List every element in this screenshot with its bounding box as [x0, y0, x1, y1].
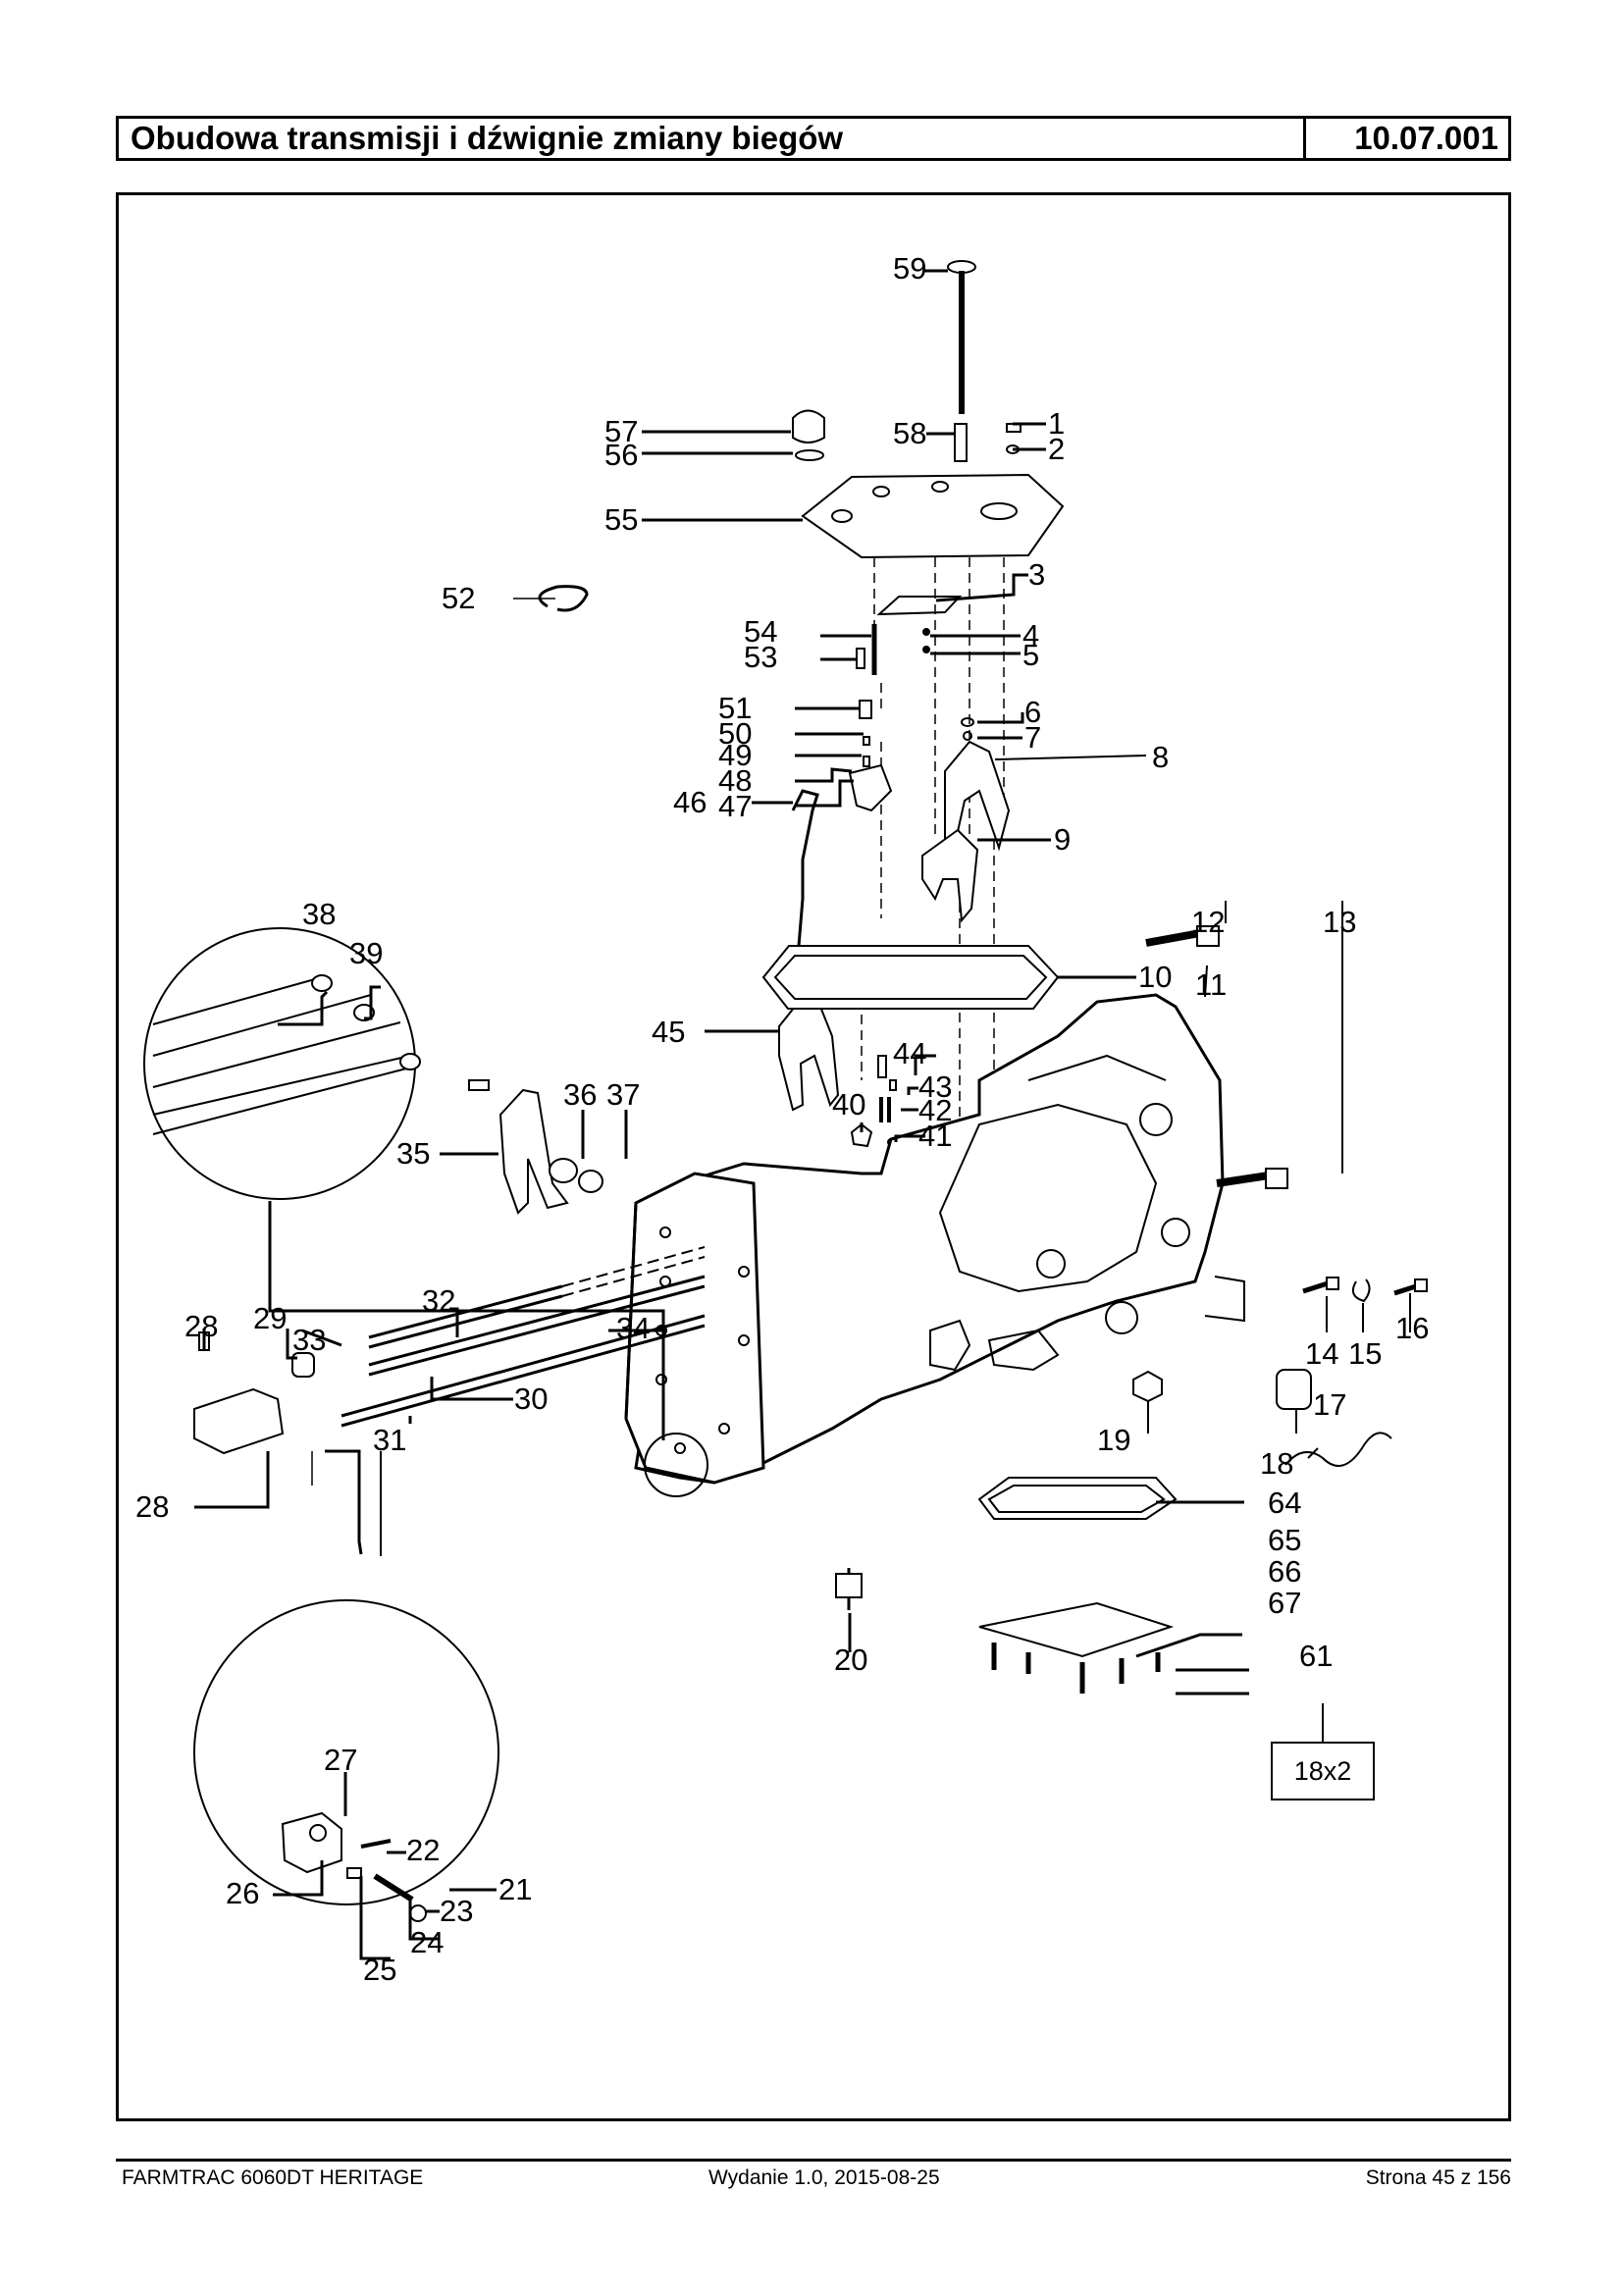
box-61 — [1271, 1742, 1375, 1800]
callout-5: 5 — [1022, 638, 1039, 672]
callout-65: 65 — [1268, 1523, 1301, 1557]
callout-52: 51 — [718, 691, 752, 725]
callout-53: 52 — [442, 581, 475, 615]
callout-27: 27 — [324, 1743, 357, 1777]
callout-41: 40 — [832, 1087, 865, 1121]
callout-25: 25 — [363, 1953, 396, 1987]
callout-11: 11 — [1195, 967, 1227, 1002]
callout-37: 36 — [563, 1077, 597, 1112]
callout-18: 18 — [1260, 1446, 1293, 1481]
callout-14: 14 — [1305, 1336, 1338, 1371]
callout-8: 8 — [1152, 740, 1169, 774]
footer-page: Strona 45 z 156 — [1365, 2166, 1511, 2189]
callout-30: 29 — [253, 1301, 287, 1335]
callout-43: 42 — [918, 1093, 952, 1127]
callout-44: 43 — [918, 1069, 952, 1104]
callout-66: 66 — [1268, 1554, 1301, 1589]
callout-34: 33 — [292, 1323, 326, 1357]
callout-23: 23 — [440, 1894, 473, 1928]
callout-47: 46 — [673, 785, 707, 819]
page-title: Obudowa transmisji i dźwignie zmiany bie… — [131, 120, 844, 156]
callout-48: 47 — [718, 789, 752, 823]
callout-20: 20 — [834, 1643, 867, 1677]
callout-55: 54 — [744, 614, 777, 649]
callout-49: 48 — [718, 763, 752, 798]
callout-9: 9 — [1054, 822, 1071, 857]
callout-3: 3 — [1028, 557, 1045, 592]
exploded-parts-diagram: 59 57 56 58 1 2 55 3 54 53 4 5 52 51 50 … — [116, 192, 1511, 2121]
callout-54: 53 — [744, 640, 777, 674]
footer-divider — [116, 2159, 1511, 2162]
callout-60: 59 — [893, 251, 926, 286]
callout-12: 12 — [1191, 905, 1225, 939]
callout-13: 13 — [1323, 905, 1356, 939]
callout-50: 49 — [718, 738, 752, 772]
box-61-label: 18x2 — [1294, 1756, 1352, 1786]
callout-64: 64 — [1268, 1486, 1301, 1520]
callout-1: 1 — [1048, 406, 1065, 441]
callout-28: 28 — [135, 1489, 169, 1524]
callout-40: 39 — [349, 936, 383, 970]
callout-29: 28 — [184, 1309, 218, 1343]
callout-16: 16 — [1395, 1311, 1429, 1345]
callout-6: 6 — [1024, 695, 1041, 729]
callout-58: 57 — [604, 414, 638, 448]
callout-7: 7 — [1024, 720, 1041, 755]
callout-51: 50 — [718, 716, 752, 751]
callout-32: 31 — [373, 1423, 406, 1457]
callout-56: 55 — [604, 502, 638, 537]
callout-labels: 59 57 56 58 1 2 55 3 54 53 4 5 52 51 50 … — [135, 251, 1429, 1987]
callout-10: 10 — [1138, 960, 1172, 994]
callout-4: 4 — [1022, 618, 1039, 652]
callout-19: 19 — [1097, 1423, 1130, 1457]
callout-36: 35 — [396, 1136, 430, 1171]
callout-45: 44 — [893, 1036, 926, 1070]
callout-57: 56 — [604, 438, 638, 472]
callout-67: 67 — [1268, 1586, 1301, 1620]
callout-31: 30 — [514, 1382, 548, 1416]
callout-15: 15 — [1348, 1336, 1382, 1371]
callout-35: 34 — [616, 1311, 650, 1345]
callout-38: 37 — [606, 1077, 640, 1112]
callout-61: 61 — [1299, 1639, 1333, 1673]
callout-22: 22 — [406, 1833, 440, 1867]
diagram-frame — [116, 192, 1511, 2121]
callout-21: 21 — [498, 1872, 532, 1906]
callout-2: 2 — [1048, 432, 1065, 466]
callout-24: 24 — [410, 1925, 444, 1959]
page-header: Obudowa transmisji i dźwignie zmiany bie… — [116, 116, 1511, 161]
callout-46: 45 — [652, 1015, 685, 1049]
callout-59: 58 — [893, 416, 926, 450]
callout-17: 17 — [1313, 1387, 1346, 1422]
callout-33: 32 — [422, 1283, 455, 1318]
callout-42: 41 — [918, 1119, 952, 1153]
callout-26: 26 — [226, 1876, 259, 1910]
diagram-svg: 59 57 56 58 1 2 55 3 54 53 4 5 52 51 50 … — [135, 251, 1429, 1987]
footer-model: FARMTRAC 6060DT HERITAGE — [122, 2166, 424, 2189]
section-code: 10.07.001 — [1303, 119, 1508, 158]
footer-edition: Wydanie 1.0, 2015-08-25 — [708, 2166, 940, 2189]
callout-39: 38 — [302, 897, 336, 931]
